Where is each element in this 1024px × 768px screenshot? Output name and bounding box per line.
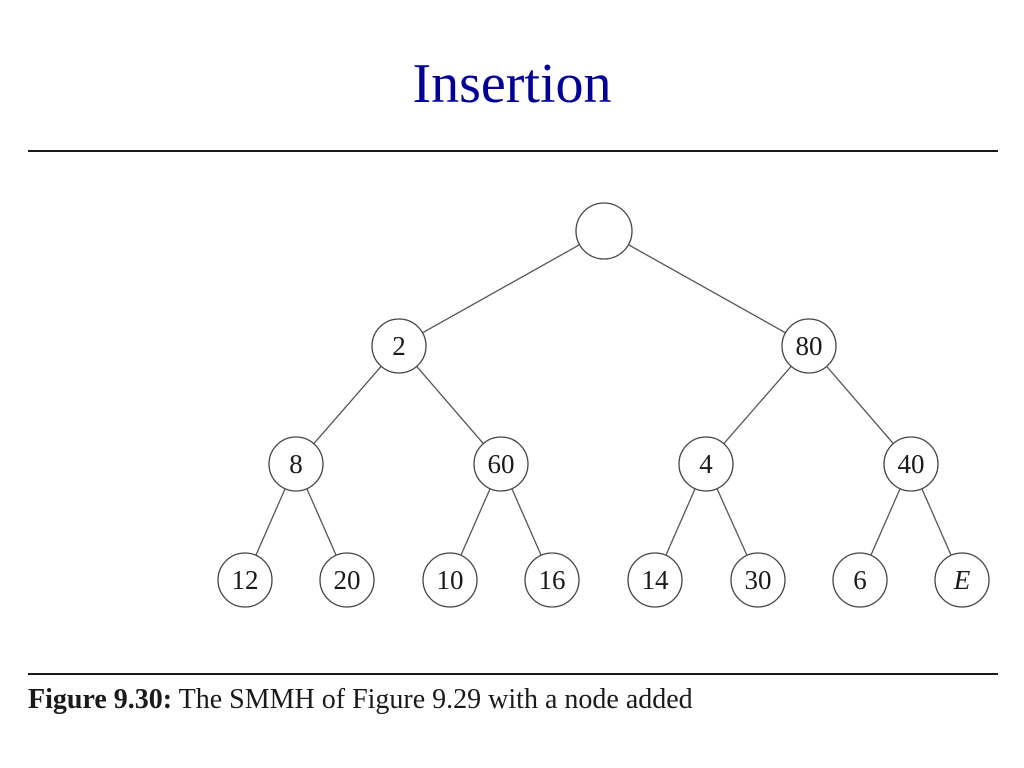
node-label: 8 [289,449,303,479]
node-label: 60 [488,449,515,479]
tree-node-n3: 8 [268,436,324,492]
tree-edge-n2-n5 [723,365,792,445]
node-circle [627,552,683,608]
tree-edge-n5-n11 [665,488,696,556]
node-label: 12 [232,565,259,595]
tree-edge-n4-n9 [460,488,491,556]
tree-edge-n1-n4 [416,365,484,445]
tree-edge-root-n1 [422,244,580,334]
node-label: E [953,565,971,595]
tree-node-n1: 2 [371,318,427,374]
node-label: 20 [334,565,361,595]
node-label: 14 [642,565,670,595]
node-circle [524,552,580,608]
tree-edge-n4-n10 [511,488,542,556]
tree-edge-n2-n6 [826,365,894,445]
node-circle [422,552,478,608]
node-circle [934,552,990,608]
tree-edge-n6-n13 [870,488,901,556]
tree-node-n9: 10 [422,552,478,608]
node-circle [575,202,633,260]
node-circle [678,436,734,492]
node-label: 2 [392,331,406,361]
tree-node-n11: 14 [627,552,683,608]
node-label: 16 [539,565,566,595]
tree-node-n6: 40 [883,436,939,492]
node-label: 80 [796,331,823,361]
slide-title: Insertion [412,53,612,115]
bottom-divider [28,673,998,675]
tree-node-root [575,202,633,260]
tree-edges [255,244,952,556]
node-circle [268,436,324,492]
tree-edge-n1-n3 [313,365,382,445]
tree-edge-root-n2 [628,244,786,334]
node-label: 4 [699,449,713,479]
tree-node-n8: 20 [319,552,375,608]
caption-label: Figure 9.30: [28,684,173,715]
node-circle [730,552,786,608]
tree-node-n5: 4 [678,436,734,492]
tree-node-n7: 12 [217,552,273,608]
tree-edge-n6-n14 [921,488,952,556]
caption-text: The SMMH of Figure 9.29 with a node adde… [178,684,693,715]
node-circle [832,552,888,608]
figure-caption: Figure 9.30: The SMMH of Figure 9.29 wit… [28,683,693,717]
node-circle [883,436,939,492]
node-label: 6 [853,565,867,595]
tree-edge-n5-n12 [716,488,748,556]
top-divider [28,150,998,152]
tree-edge-n3-n7 [255,488,286,556]
node-label: 10 [437,565,464,595]
tree-node-n4: 60 [473,436,529,492]
tree-node-n12: 30 [730,552,786,608]
tree-node-n10: 16 [524,552,580,608]
node-circle [319,552,375,608]
tree-node-n13: 6 [832,552,888,608]
node-circle [217,552,273,608]
node-circle [781,318,837,374]
tree-node-n2: 80 [781,318,837,374]
node-circle [473,436,529,492]
tree-nodes: 2 80 8 60 4 40 12 20 10 16 14 30 6 E [217,202,990,608]
node-label: 30 [745,565,772,595]
tree-node-n14: E [934,552,990,608]
node-label: 40 [898,449,925,479]
node-circle [371,318,427,374]
tree-edge-n3-n8 [306,488,337,556]
